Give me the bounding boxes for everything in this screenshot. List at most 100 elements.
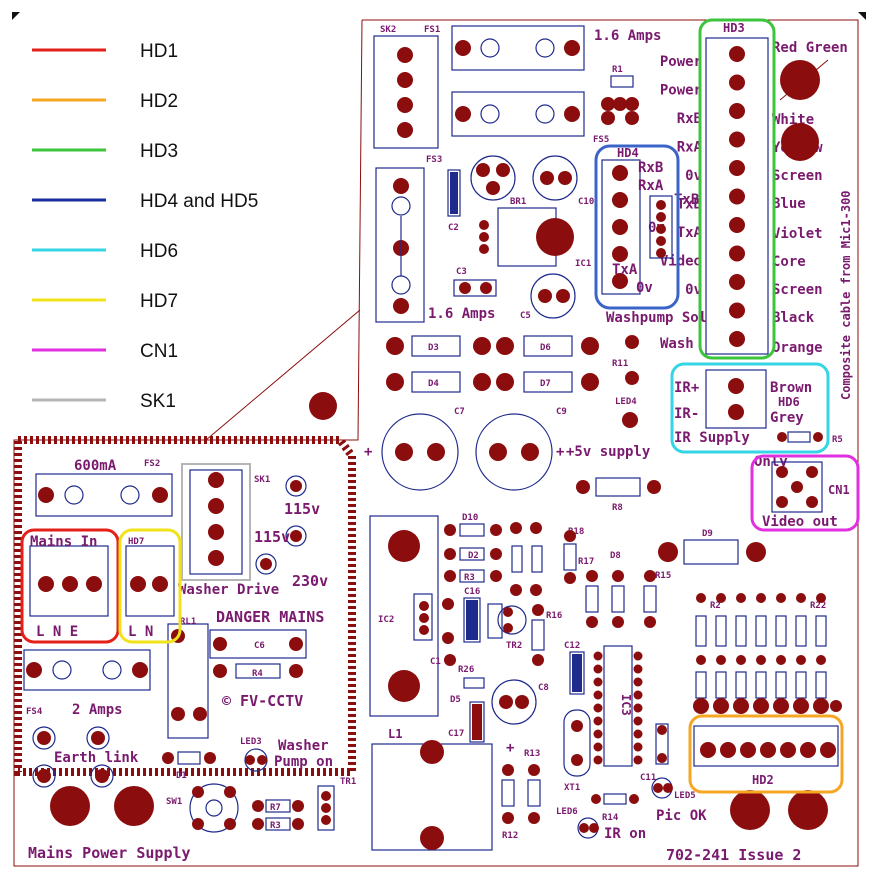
- svg-text:+: +: [506, 740, 514, 756]
- resistor-pad: [736, 593, 746, 603]
- ic3-pin: [633, 664, 643, 674]
- svg-text:LED5: LED5: [674, 791, 696, 801]
- svg-text:R3: R3: [464, 573, 475, 583]
- ic3-pin: [633, 677, 643, 687]
- svg-text:SW1: SW1: [166, 797, 182, 807]
- d1-led3-area: D1 LED3 Washer Pump on SW1 R7 R3 TR1: [162, 737, 356, 833]
- c2-label: C2: [448, 223, 459, 233]
- hd3-pad: [729, 131, 745, 148]
- hd3-pin-label: Power: [660, 83, 702, 99]
- legend-label: HD1: [140, 41, 178, 62]
- hd7-connector: HD7 L N: [125, 537, 175, 640]
- svg-text:R18: R18: [568, 527, 584, 537]
- mount-hole-mid: [309, 392, 337, 420]
- svg-text:R17: R17: [578, 557, 594, 567]
- resistor-body: [695, 615, 707, 647]
- svg-text:R12: R12: [502, 831, 518, 841]
- svg-text:C11: C11: [640, 773, 656, 783]
- svg-text:D10: D10: [462, 513, 478, 523]
- hd3-pin-label: RxB: [677, 111, 702, 127]
- svg-text:D3: D3: [428, 343, 439, 353]
- fs1-fuse: 1.6 Amps: [451, 25, 661, 71]
- svg-text:IR+: IR+: [674, 380, 699, 396]
- mount-hole-bottom-right: [730, 790, 770, 830]
- sk2-label: SK2: [380, 25, 396, 35]
- ic3-pin: [633, 742, 643, 752]
- fs2-fuse: 600mA FS2: [35, 458, 173, 517]
- composite-cable-label: Composite cable from Mic1-300: [839, 190, 853, 400]
- resistor-pad: [796, 655, 806, 665]
- svg-text:Only: Only: [754, 454, 788, 470]
- sk2-connector: SK2 FS1: [373, 25, 440, 149]
- mount-hole-top-right: [780, 60, 820, 100]
- legend-item: HD4 and HD5: [32, 191, 258, 212]
- hd6-connector: IR+ IR- IR Supply Only Brown HD6 Grey R5: [674, 369, 843, 470]
- corner-marker-top-left: [12, 12, 20, 20]
- hd1-pin-labels: L N E: [36, 624, 78, 640]
- hd2-connector: HD2: [693, 725, 839, 787]
- danger-mains-label: DANGER MAINS: [216, 608, 324, 626]
- hd3-pin-label: TxB: [677, 197, 702, 213]
- svg-text:D7: D7: [540, 379, 551, 389]
- svg-text:R22: R22: [810, 601, 826, 611]
- hd3-pad: [729, 302, 745, 319]
- svg-text:TR1: TR1: [340, 777, 356, 787]
- svg-text:R16: R16: [546, 611, 562, 621]
- resistor-body: [775, 671, 787, 699]
- legend-item: HD3: [32, 141, 178, 162]
- svg-text:115v: 115v: [254, 528, 290, 546]
- hd3-pin-label: TxA: [677, 225, 703, 241]
- resistor-pad: [793, 698, 809, 714]
- hd3-wire-label: Screen: [772, 168, 823, 184]
- hd4-pin-label: RxA: [638, 178, 664, 194]
- resistor-body: [735, 671, 747, 699]
- legend-label: HD7: [140, 291, 178, 312]
- resistor-pad: [753, 698, 769, 714]
- wash-label: Wash: [660, 336, 694, 352]
- mount-hole-right: [781, 123, 819, 161]
- hd3-pin-label: 0v: [685, 168, 702, 184]
- board-outline: [13, 19, 859, 867]
- cable-line: [779, 59, 829, 101]
- ic3-chip: IC3: [593, 645, 643, 767]
- br1-label: BR1: [510, 197, 526, 207]
- fs1-label: FS1: [424, 25, 440, 35]
- resistor-pad: [713, 698, 729, 714]
- svg-text:IC3: IC3: [619, 694, 633, 716]
- resistor-group: R18 R17 D8 R15 R16 C12: [546, 527, 671, 695]
- ic3-pin: [633, 690, 643, 700]
- svg-text:+: +: [556, 444, 564, 460]
- svg-text:R13: R13: [524, 749, 540, 759]
- highlight-cn1: [750, 454, 860, 532]
- svg-text:D8: D8: [610, 551, 621, 561]
- r2-r22-array: R2 R22: [693, 593, 842, 714]
- hd3-pad: [729, 274, 745, 290]
- svg-text:SK1: SK1: [254, 475, 270, 485]
- hd2-pad: [760, 742, 776, 758]
- cn1-connector: CN1 Video out: [762, 461, 850, 530]
- hd7-label: HD7: [128, 537, 144, 547]
- resistor-pad: [733, 698, 749, 714]
- ic3-pin: [593, 651, 603, 661]
- hd3-pad: [729, 188, 745, 205]
- resistor-body: [755, 615, 767, 647]
- resistor-body: [795, 671, 807, 699]
- svg-text:R5: R5: [832, 435, 843, 445]
- svg-text:R3: R3: [270, 821, 281, 831]
- svg-text:RL1: RL1: [180, 617, 196, 627]
- ic3-pin: [593, 742, 603, 752]
- footer-mains-power-supply: Mains Power Supply: [28, 844, 191, 862]
- resistor-body: [815, 671, 827, 699]
- hd4-pin-label: TxB: [674, 192, 699, 208]
- svg-text:CN1: CN1: [828, 483, 850, 497]
- hd3-pad: [729, 245, 745, 262]
- resistor-body: [715, 615, 727, 647]
- resistor-body: [795, 615, 807, 647]
- fs3-label: FS3: [426, 155, 442, 165]
- plus-5v-supply-label: +5v supply: [566, 444, 651, 460]
- svg-text:115v: 115v: [284, 500, 320, 518]
- ic3-pin: [633, 703, 643, 713]
- fuse-2: [451, 91, 585, 137]
- svg-text:R1: R1: [612, 65, 623, 75]
